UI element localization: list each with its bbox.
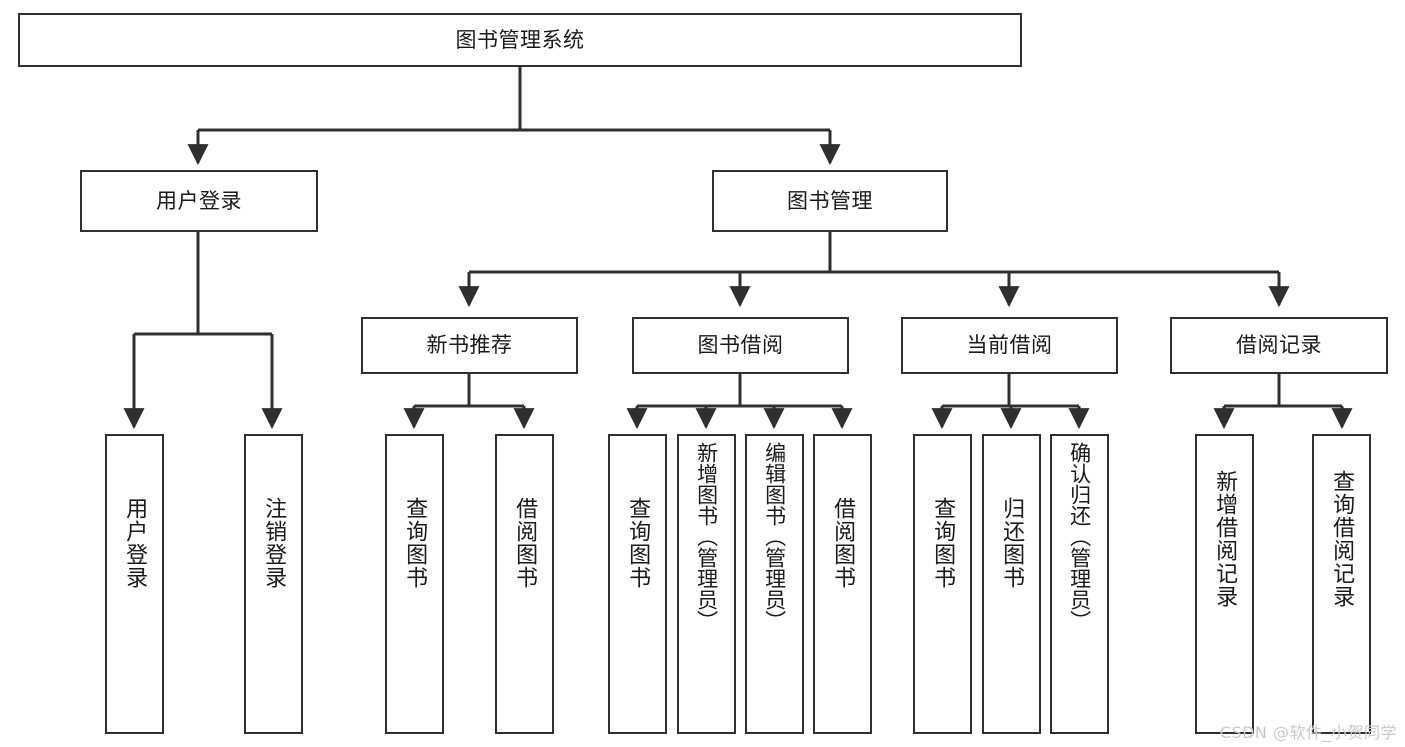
leaf-user-login-login[interactable]: 用户登录	[105, 434, 164, 734]
leaf-borrow-record-query-record[interactable]: 查询借阅记录	[1312, 434, 1371, 734]
node-book-management[interactable]: 图书管理	[712, 170, 948, 232]
node-label: 借阅图书	[512, 497, 538, 589]
node-label: 当前借阅	[966, 333, 1053, 358]
leaf-current-borrow-confirm-return-admin[interactable]: 确认归还（管理员）	[1050, 434, 1109, 734]
node-label: 查询图书	[930, 497, 956, 589]
node-label: 注销登录	[261, 497, 287, 589]
node-user-login[interactable]: 用户登录	[80, 170, 318, 232]
leaf-book-borrow-add-book-admin[interactable]: 新增图书（管理员）	[677, 434, 736, 734]
leaf-borrow-record-add-record[interactable]: 新增借阅记录	[1195, 434, 1254, 734]
node-label: 查询借阅记录	[1329, 470, 1355, 608]
node-label: 编辑图书（管理员）	[762, 442, 787, 631]
leaf-new-book-query-book[interactable]: 查询图书	[385, 434, 444, 734]
node-label: 新书推荐	[426, 333, 513, 358]
node-label: 确认归还（管理员）	[1067, 442, 1092, 631]
node-book-borrow[interactable]: 图书借阅	[632, 317, 849, 374]
node-label: 查询图书	[625, 497, 651, 589]
node-label: 借阅记录	[1236, 333, 1322, 358]
node-current-borrow[interactable]: 当前借阅	[901, 317, 1118, 374]
node-borrow-record[interactable]: 借阅记录	[1170, 317, 1388, 374]
leaf-book-borrow-borrow-book[interactable]: 借阅图书	[813, 434, 872, 734]
leaf-user-login-logout[interactable]: 注销登录	[244, 434, 303, 734]
node-label: 图书管理	[787, 188, 873, 213]
node-label: 新增图书（管理员）	[694, 442, 719, 631]
leaf-current-borrow-return-book[interactable]: 归还图书	[982, 434, 1041, 734]
leaf-book-borrow-query-book[interactable]: 查询图书	[608, 434, 667, 734]
leaf-new-book-borrow-book[interactable]: 借阅图书	[495, 434, 554, 734]
node-label: 用户登录	[156, 188, 242, 213]
node-label: 查询图书	[402, 497, 428, 589]
node-label: 用户登录	[122, 497, 148, 589]
node-new-book-recommend[interactable]: 新书推荐	[361, 317, 578, 374]
node-label: 图书管理系统	[455, 27, 585, 52]
node-label: 新增借阅记录	[1212, 470, 1238, 608]
watermark-text: CSDN @软件_小贺同学	[1219, 723, 1397, 742]
node-label: 借阅图书	[830, 497, 856, 589]
node-root-book-management-system[interactable]: 图书管理系统	[18, 13, 1022, 67]
leaf-current-borrow-query-book[interactable]: 查询图书	[913, 434, 972, 734]
leaf-book-borrow-edit-book-admin[interactable]: 编辑图书（管理员）	[745, 434, 804, 734]
node-label: 归还图书	[999, 497, 1025, 589]
node-label: 图书借阅	[697, 333, 784, 358]
